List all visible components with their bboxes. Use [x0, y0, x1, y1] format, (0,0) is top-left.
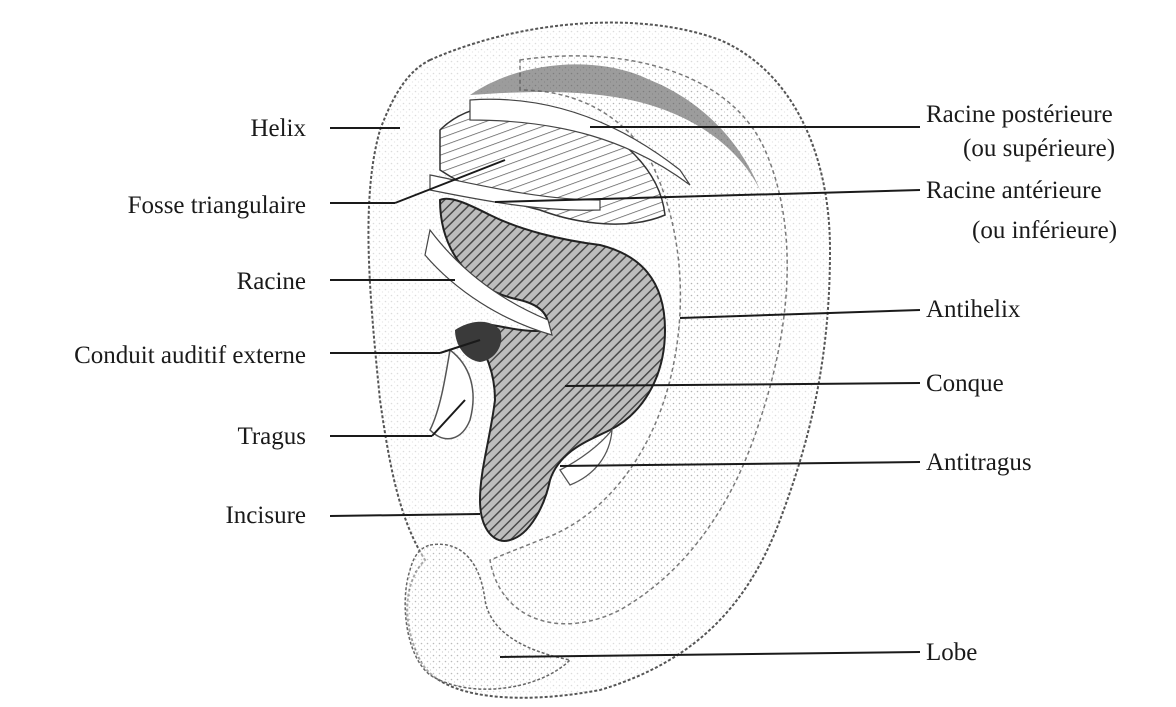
- label-racine-posterieure-sub: (ou supérieure): [963, 134, 1115, 164]
- label-lobe: Lobe: [926, 638, 977, 668]
- label-antitragus: Antitragus: [926, 448, 1032, 478]
- label-fosse-triangulaire: Fosse triangulaire: [128, 191, 306, 221]
- label-conque: Conque: [926, 369, 1004, 399]
- label-racine: Racine: [237, 267, 306, 297]
- label-helix: Helix: [250, 114, 306, 144]
- label-racine-anterieure: Racine antérieure: [926, 176, 1102, 206]
- label-racine-posterieure: Racine postérieure: [926, 100, 1113, 130]
- label-incisure: Incisure: [225, 501, 306, 531]
- label-antihelix: Antihelix: [926, 295, 1020, 325]
- label-conduit-auditif-externe: Conduit auditif externe: [74, 341, 306, 371]
- label-racine-anterieure-sub: (ou inférieure): [972, 216, 1117, 246]
- label-tragus: Tragus: [237, 422, 306, 452]
